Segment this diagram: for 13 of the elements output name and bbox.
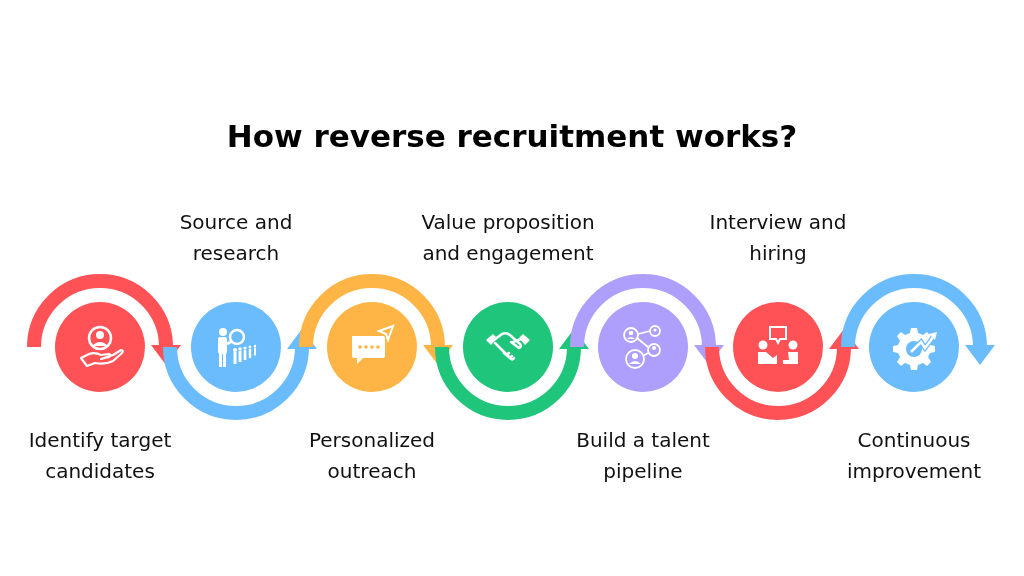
step-label: Value proposition and engagement: [420, 209, 596, 267]
step-label: Identify target candidates: [27, 427, 173, 485]
curved-arrow: [163, 329, 317, 420]
curved-arrow: [841, 274, 995, 365]
step-label: Personalized outreach: [307, 427, 437, 485]
step-label: Source and research: [178, 209, 294, 267]
step-label: Build a talent pipeline: [575, 427, 711, 485]
title: How reverse recruitment works?: [226, 118, 798, 154]
curved-arrow: [299, 274, 453, 365]
step-label: Interview and hiring: [708, 209, 848, 267]
curved-arrow: [27, 274, 181, 365]
step-label: Continuous improvement: [845, 427, 983, 485]
curved-arrow: [705, 329, 859, 420]
